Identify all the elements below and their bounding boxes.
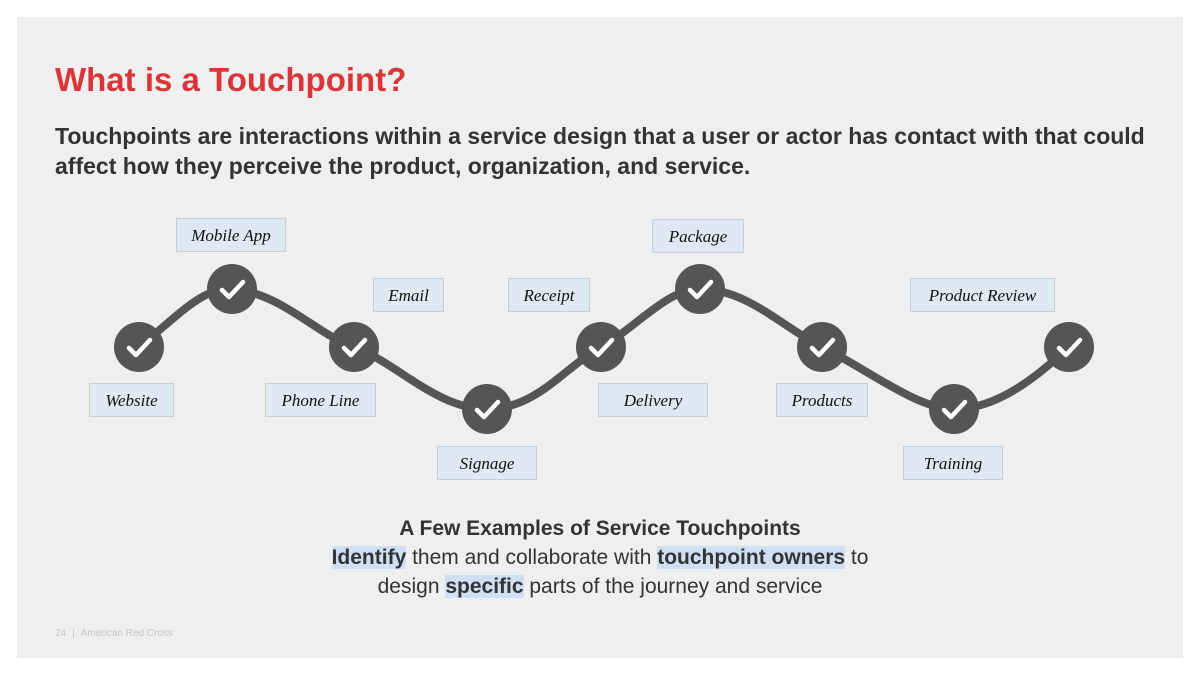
journey-diagram <box>114 264 1094 434</box>
page-number: 24 <box>55 628 67 639</box>
touchpoint-label-package: Package <box>652 219 744 253</box>
highlight-touchpoint-owners: touchpoint owners <box>657 546 846 569</box>
caption-title: A Few Examples of Service Touchpoints <box>399 517 801 540</box>
caption-line-1: Identify them and collaborate with touch… <box>17 543 1183 572</box>
caption-line-2: design specific parts of the journey and… <box>17 572 1183 601</box>
footer-separator: | <box>72 628 75 639</box>
check-circle-icon <box>462 384 512 434</box>
caption-text: parts of the journey and service <box>523 575 823 598</box>
check-circle-icon <box>114 322 164 372</box>
caption-text: them and collaborate with <box>406 546 658 569</box>
touchpoint-label-delivery: Delivery <box>598 383 708 417</box>
touchpoint-label-products: Products <box>776 383 868 417</box>
touchpoint-label-product-review: Product Review <box>910 278 1055 312</box>
check-circle-icon <box>797 322 847 372</box>
check-circle-icon <box>207 264 257 314</box>
footer-organization: American Red Cross <box>80 628 173 639</box>
highlight-specific: specific <box>445 575 524 598</box>
touchpoint-label-mobile-app: Mobile App <box>176 218 286 252</box>
touchpoint-label-phone-line: Phone Line <box>265 383 376 417</box>
check-circle-icon <box>329 322 379 372</box>
touchpoint-label-signage: Signage <box>437 446 537 480</box>
caption: A Few Examples of Service Touchpoints Id… <box>17 515 1183 601</box>
check-circle-icon <box>675 264 725 314</box>
touchpoint-label-receipt: Receipt <box>508 278 590 312</box>
check-circle-icon <box>576 322 626 372</box>
caption-text: design <box>377 575 446 598</box>
slide: What is a Touchpoint? Touchpoints are in… <box>17 17 1183 658</box>
check-circle-icon <box>929 384 979 434</box>
highlight-identify: Identify <box>331 546 407 569</box>
footer: 24 | American Red Cross <box>55 628 173 639</box>
slide-subtitle: Touchpoints are interactions within a se… <box>55 123 1145 179</box>
touchpoint-label-training: Training <box>903 446 1003 480</box>
check-circle-icon <box>1044 322 1094 372</box>
caption-text: to <box>845 546 869 569</box>
touchpoint-label-website: Website <box>89 383 174 417</box>
slide-title: What is a Touchpoint? <box>55 61 407 98</box>
touchpoint-label-email: Email <box>373 278 444 312</box>
